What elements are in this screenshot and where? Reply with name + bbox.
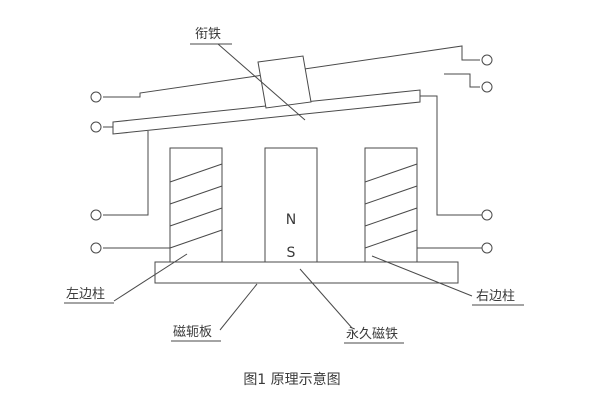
terminal-circle xyxy=(90,209,102,221)
terminal-circle xyxy=(90,242,102,254)
magnet-pole-s: S xyxy=(287,245,296,261)
armature-bar xyxy=(112,89,421,135)
labels: 衔铁 左边柱 磁轭板 永久磁铁 右边柱 图1 原理示意图 xyxy=(66,27,515,388)
figure-caption: 图1 原理示意图 xyxy=(243,371,340,388)
permanent-magnet: N S xyxy=(264,147,318,263)
terminal-circle xyxy=(481,209,493,221)
terminal-circle xyxy=(481,54,493,66)
permanent-magnet-body xyxy=(264,147,318,263)
armature-top-block xyxy=(257,55,312,109)
right-coil-winding xyxy=(364,229,418,249)
right-column-leader xyxy=(371,255,473,297)
magnet-pole-n: N xyxy=(286,212,296,228)
leader-lines xyxy=(64,43,524,344)
terminal-circle xyxy=(481,242,493,254)
right-coil-winding xyxy=(364,185,418,205)
terminal-circle xyxy=(90,91,102,103)
right-coil-winding xyxy=(364,163,418,183)
wire-left-coil-top xyxy=(103,131,149,216)
left-coil-column xyxy=(169,147,223,263)
right-coil-column xyxy=(364,147,418,263)
left-column-leader xyxy=(113,253,188,302)
terminal-circle xyxy=(90,121,102,133)
left-coil-winding xyxy=(169,229,223,249)
terminal-circle xyxy=(481,81,493,93)
right-column-label: 右边柱 xyxy=(476,289,515,304)
yoke-plate-leader xyxy=(219,283,258,331)
left-column-label: 左边柱 xyxy=(66,287,105,302)
armature-label: 衔铁 xyxy=(195,27,221,42)
left-coil-winding xyxy=(169,163,223,183)
armature-leader xyxy=(217,43,306,121)
permanent-magnet-label: 永久磁铁 xyxy=(346,327,398,342)
right-coil-winding xyxy=(364,207,418,227)
left-coil-winding xyxy=(169,185,223,205)
yoke-plate-label: 磁轭板 xyxy=(173,324,212,340)
left-coil-winding xyxy=(169,207,223,227)
permanent-magnet-leader xyxy=(299,268,353,329)
wire-fixed-contact xyxy=(444,73,480,88)
wire-right-coil-top xyxy=(420,95,482,216)
terminals xyxy=(90,54,493,254)
